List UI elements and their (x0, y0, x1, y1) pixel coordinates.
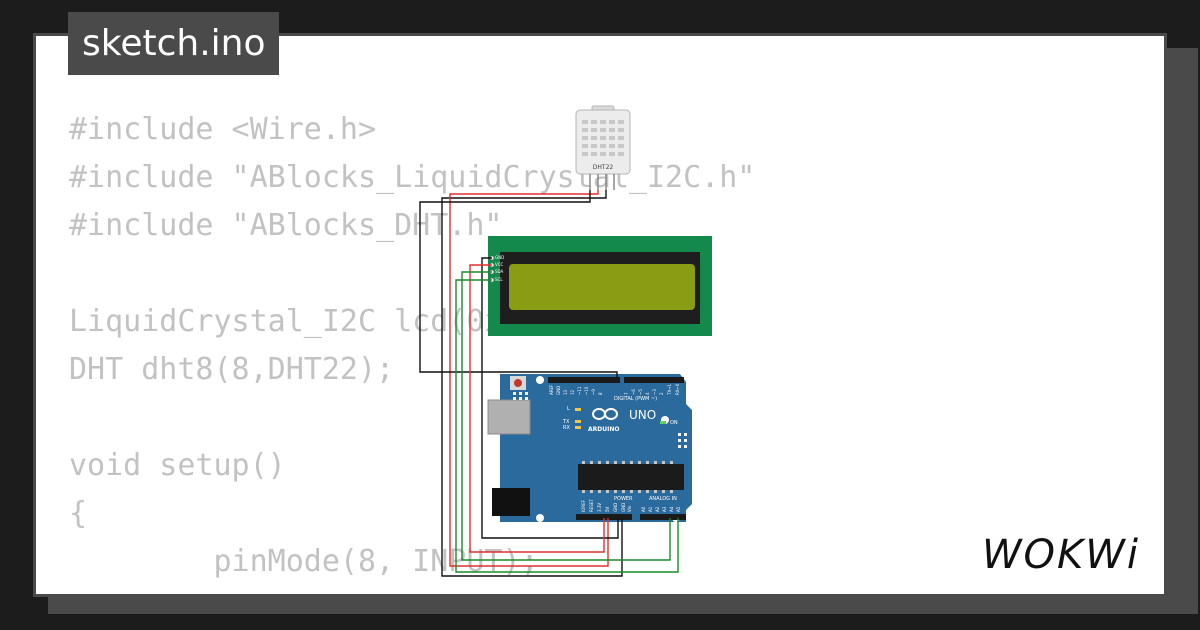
lcd-display[interactable]: GND VCC SDA SCL (488, 236, 712, 336)
code-line: pinMode(13, OUTPUT); (69, 586, 755, 594)
reset-button[interactable] (514, 379, 522, 387)
power-header-label: POWER (614, 496, 633, 502)
analog-pin-label: A3 (662, 506, 667, 512)
code-line: DHT dht8(8,DHT22); (69, 352, 395, 387)
digital-pin-label: ~10 (584, 386, 589, 395)
arduino-logo (592, 408, 618, 420)
wire-sensor-red[interactable] (449, 190, 609, 567)
power-pin-label: IOREF (581, 499, 586, 512)
digital-pin-label: ~9 (591, 389, 596, 395)
code-editor: #include <Wire.h> #include "ABlocks_Liqui… (69, 106, 756, 594)
wire-lcd-sda[interactable] (461, 271, 671, 561)
wire-lcd-gnd[interactable] (481, 257, 619, 539)
digital-pin-label: 13 (563, 389, 568, 395)
power-pin-label: 3.3V (597, 503, 602, 512)
power-jack (492, 488, 530, 516)
power-pin-label: GND (621, 503, 626, 512)
lcd-pin-label: SCL (495, 277, 503, 282)
analog-header-label: ANALOG IN (649, 496, 677, 502)
power-pin-label: GND (613, 503, 618, 512)
code-line: #include <Wire.h> (69, 112, 377, 147)
digital-pin-label: ~11 (577, 386, 582, 395)
power-pin-label: Vin (627, 505, 632, 512)
power-pin-label: RESET (589, 499, 594, 512)
analog-pin-label: A0 (641, 506, 646, 512)
code-line: #include "ABlocks_DHT.h" (69, 208, 503, 243)
lcd-pin-label: SDA (495, 269, 504, 274)
analog-pin-label: A1 (648, 506, 653, 512)
analog-pin-label: A5 (676, 506, 681, 512)
analog-pin-label: A4 (669, 506, 674, 512)
digital-pin-label: AREF (549, 384, 554, 395)
digital-pin-label: ~3 (652, 389, 657, 395)
power-pin-label: 5V (605, 506, 610, 512)
code-line: void setup() (69, 448, 286, 483)
board-model: UNO (629, 408, 656, 422)
led-l-label: L (567, 406, 570, 412)
usb-port (487, 399, 531, 435)
digital-pin-label: ~5 (638, 389, 643, 395)
sensor-label: DHT22 (593, 164, 614, 171)
analog-pin-label: A2 (655, 506, 660, 512)
digital-pin-label: RX←0 (675, 383, 680, 395)
wokwi-logo-text: WOKWi (982, 532, 1140, 576)
digital-pin-label: GND (556, 386, 561, 395)
lcd-pin-label: VCC (495, 262, 504, 267)
digital-pin-label: ~6 (631, 389, 636, 395)
digital-pin-label: TX→1 (667, 383, 672, 396)
lcd-pin-label: GND (495, 255, 504, 260)
led-on-label: ON (670, 420, 678, 426)
code-line: { (69, 496, 88, 531)
dht22-sensor[interactable]: DHT22 (575, 105, 631, 190)
code-line: #include "ABlocks_LiquidCrystal_I2C.h" (69, 160, 756, 195)
digital-pin-label: 4 (645, 392, 650, 395)
arduino-uno-board[interactable]: DIGITAL (PWM ~) UNO ARDUINO L TX RX ON P… (487, 374, 692, 522)
microcontroller-chip (578, 464, 684, 490)
board-brand: ARDUINO (588, 426, 619, 433)
digital-pin-label: 7 (624, 392, 629, 395)
led-rx-label: RX (563, 425, 570, 431)
wire-lcd-scl[interactable] (455, 279, 679, 573)
digital-pin-label: 8 (598, 392, 603, 395)
digital-header-label: DIGITAL (PWM ~) (614, 396, 657, 402)
wire-lcd-vcc[interactable] (469, 264, 605, 553)
file-tab[interactable]: sketch.ino (68, 12, 280, 75)
led-tx-label: TX (562, 419, 570, 425)
wires (419, 190, 679, 577)
wire-sensor-data[interactable] (419, 190, 618, 377)
wokwi-logo: WOKWi (982, 532, 1140, 576)
wire-sensor-black[interactable] (441, 190, 623, 577)
digital-pin-label: 12 (570, 389, 575, 395)
code-line: pinMode(8, INPUT); (69, 544, 539, 579)
digital-pin-label: 2 (659, 392, 664, 395)
